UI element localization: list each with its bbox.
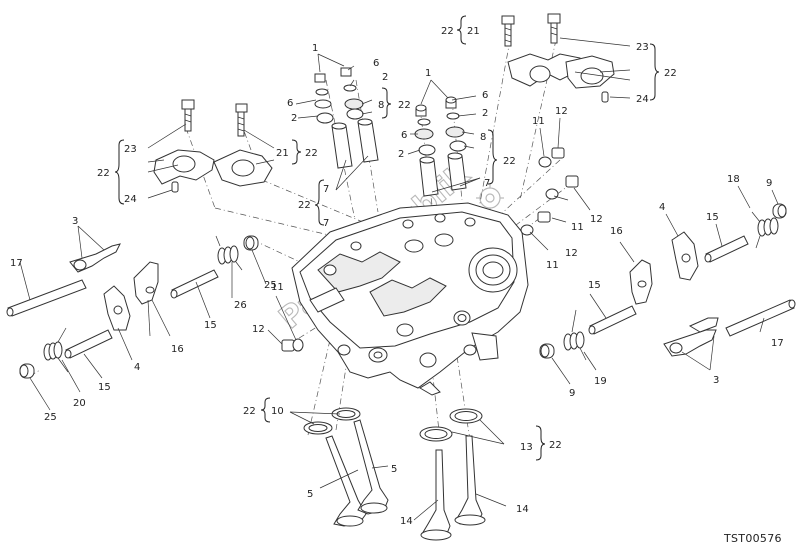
callout-22-b: 22 (664, 68, 677, 79)
spring-26 (215, 235, 243, 271)
bolt-23-top (547, 13, 561, 44)
callout-22-d: 22 (503, 156, 516, 167)
callout-15-b: 15 (98, 382, 111, 393)
callout-4-b: 4 (659, 202, 665, 213)
callout-24-a: 24 (636, 94, 649, 105)
callout-17-b: 17 (771, 338, 784, 349)
cam-cap-assembly-right (501, 13, 615, 103)
callout-14-a: 14 (400, 516, 413, 527)
callout-22-a: 22 (441, 26, 454, 37)
callout-2-b: 2 (291, 113, 297, 124)
callout-3-b: 3 (713, 375, 719, 386)
callout-22-e: 22 (97, 168, 110, 179)
callout-7-a: 7 (323, 184, 329, 195)
callout-16-b: 16 (610, 226, 623, 237)
callout-21-b: 21 (276, 148, 289, 159)
callout-3-a: 3 (72, 216, 78, 227)
callout-9-b: 9 (569, 388, 575, 399)
callout-22-h: 22 (243, 406, 256, 417)
bolt-23-left (181, 99, 195, 132)
bolt-21-top (501, 15, 515, 47)
spring-18 (751, 211, 779, 249)
callout-15-d: 15 (588, 280, 601, 291)
cam-cap-assembly-left (153, 99, 273, 193)
callout-2-d: 2 (398, 149, 404, 160)
callout-5-a: 5 (391, 464, 397, 475)
tappet-group-right (414, 96, 467, 197)
callout-26: 26 (234, 300, 247, 311)
callout-15-a: 15 (204, 320, 217, 331)
callout-25-a: 25 (264, 280, 277, 291)
callout-2-c: 2 (482, 108, 488, 119)
tappet-group-left (314, 67, 379, 169)
callout-23-b: 23 (124, 144, 137, 155)
callout-6-c: 6 (482, 90, 488, 101)
callout-5-b: 5 (307, 489, 313, 500)
rocker-parts-left (6, 235, 304, 379)
callout-22-c: 22 (398, 100, 411, 111)
callout-20: 20 (73, 398, 86, 409)
callout-1-b: 1 (425, 68, 431, 79)
callout-11-d: 11 (271, 282, 284, 293)
callout-9-a: 9 (766, 178, 772, 189)
callout-16-a: 16 (171, 344, 184, 355)
rocker-parts-right (539, 203, 796, 361)
callout-23-a: 23 (636, 42, 649, 53)
spring-20 (43, 327, 69, 373)
braces (114, 15, 660, 461)
callout-24-b: 24 (124, 194, 137, 205)
valves-bottom (303, 407, 486, 541)
callout-22-f: 22 (305, 148, 318, 159)
callout-12-c: 12 (565, 248, 578, 259)
callout-22-i: 22 (549, 440, 562, 451)
callout-12-d: 12 (252, 324, 265, 335)
callout-12-b: 12 (590, 214, 603, 225)
callout-6-a: 6 (373, 58, 379, 69)
callout-7-c: 7 (484, 178, 490, 189)
callout-4-a: 4 (134, 362, 140, 373)
callout-labels: 1 1 2 2 2 2 3 3 4 4 5 5 6 6 6 6 7 7 7 8 … (10, 26, 784, 527)
callout-11-b: 11 (571, 222, 584, 233)
callout-11-c: 11 (546, 260, 559, 271)
callout-1-a: 1 (312, 43, 318, 54)
cylinder-head (291, 202, 529, 396)
bolt-21-left (235, 103, 248, 137)
callout-25-b: 25 (44, 412, 57, 423)
callout-14-b: 14 (516, 504, 529, 515)
callout-6-b: 6 (287, 98, 293, 109)
watermark-logo-icon (476, 184, 504, 212)
callout-2-a: 2 (382, 72, 388, 83)
callout-22-g: 22 (298, 200, 311, 211)
callout-21-a: 21 (467, 26, 480, 37)
leader-lines (19, 37, 779, 521)
callout-17-a: 17 (10, 258, 23, 269)
callout-8-b: 8 (480, 132, 486, 143)
callout-11-a: 11 (532, 116, 545, 127)
callout-6-d: 6 (401, 130, 407, 141)
callout-13: 13 (520, 442, 533, 453)
callout-18: 18 (727, 174, 740, 185)
plugs-right (520, 147, 579, 236)
callout-8-a: 8 (378, 100, 384, 111)
drawing-code: TST00576 (723, 532, 782, 545)
callout-19: 19 (594, 376, 607, 387)
callout-10: 10 (271, 406, 284, 417)
callout-15-c: 15 (706, 212, 719, 223)
callout-12-a: 12 (555, 106, 568, 117)
spring-19 (563, 309, 587, 361)
callout-7-b: 7 (323, 218, 329, 229)
